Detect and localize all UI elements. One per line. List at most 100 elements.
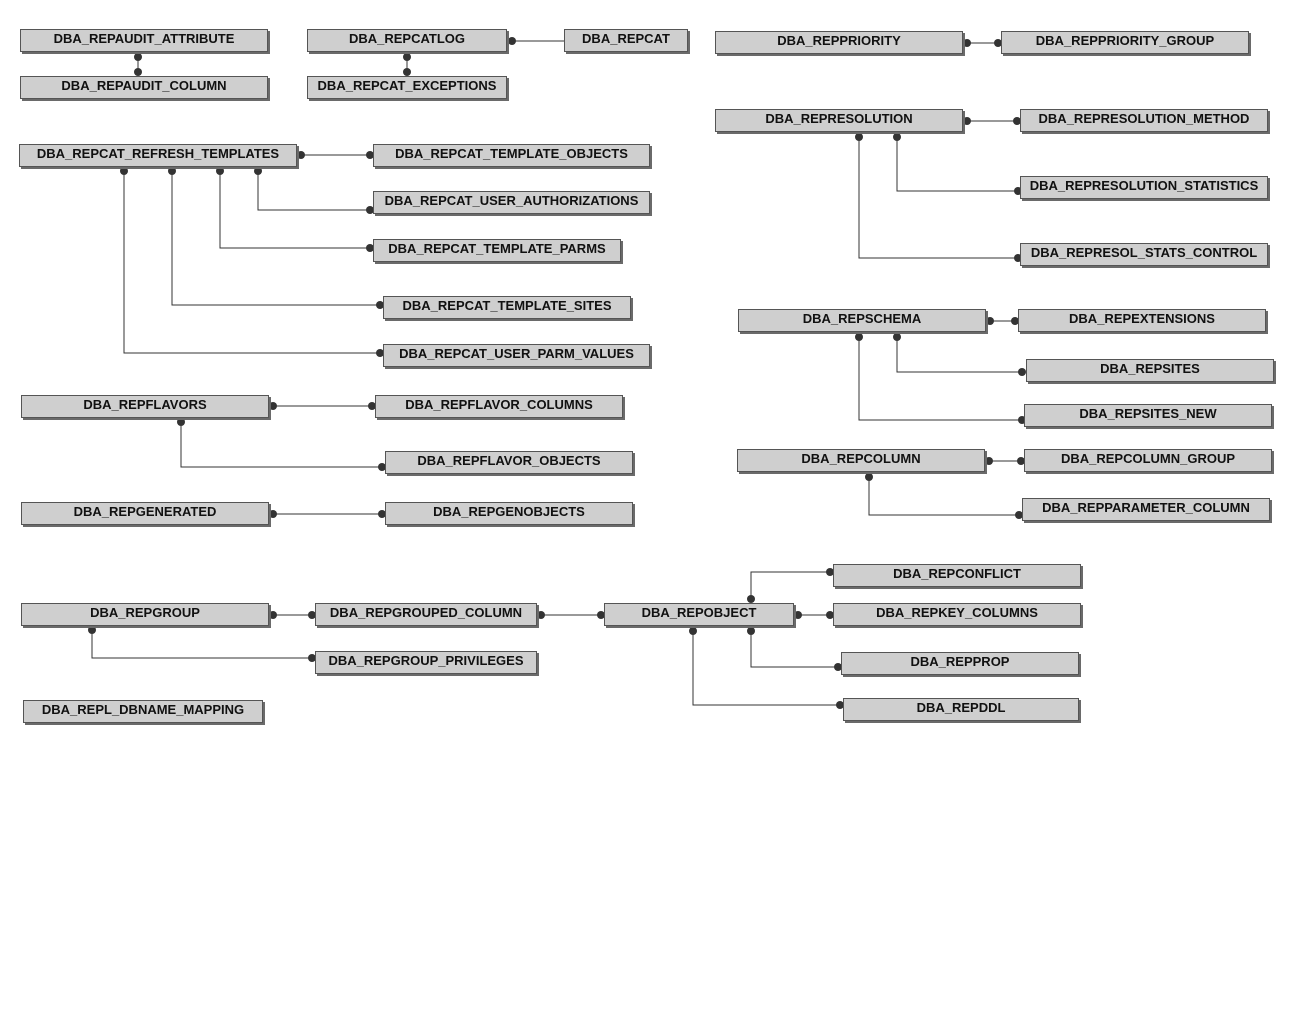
entity-dba-repcat-user-parm-values[interactable]: DBA_REPCAT_USER_PARM_VALUES — [383, 344, 650, 367]
relationship-endpoint — [366, 206, 374, 214]
relationship-line — [896, 137, 1018, 192]
entity-dba-repflavor-columns[interactable]: DBA_REPFLAVOR_COLUMNS — [375, 395, 623, 418]
relationship-line — [858, 337, 1022, 421]
entity-dba-repcolumn[interactable]: DBA_REPCOLUMN — [737, 449, 985, 472]
relationship-endpoint — [747, 627, 755, 635]
relationship-endpoint — [826, 611, 834, 619]
entity-dba-repextensions[interactable]: DBA_REPEXTENSIONS — [1018, 309, 1266, 332]
entity-dba-represolution[interactable]: DBA_REPRESOLUTION — [715, 109, 963, 132]
relationship-line — [171, 171, 380, 306]
relationship-endpoint — [378, 510, 386, 518]
entity-dba-repcat-exceptions[interactable]: DBA_REPCAT_EXCEPTIONS — [307, 76, 507, 99]
relationship-endpoint — [855, 333, 863, 341]
relationship-endpoint — [985, 457, 993, 465]
entity-dba-represolution-statistics[interactable]: DBA_REPRESOLUTION_STATISTICS — [1020, 176, 1268, 199]
relationship-endpoint — [134, 68, 142, 76]
relationship-line — [858, 137, 1018, 259]
entity-dba-represolution-method[interactable]: DBA_REPRESOLUTION_METHOD — [1020, 109, 1268, 132]
entity-dba-repsites[interactable]: DBA_REPSITES — [1026, 359, 1274, 382]
relationship-line — [219, 171, 370, 249]
relationship-endpoint — [794, 611, 802, 619]
entity-dba-reppriority-group[interactable]: DBA_REPPRIORITY_GROUP — [1001, 31, 1249, 54]
entity-dba-repsites-new[interactable]: DBA_REPSITES_NEW — [1024, 404, 1272, 427]
relationship-endpoint — [893, 333, 901, 341]
entity-dba-repflavor-objects[interactable]: DBA_REPFLAVOR_OBJECTS — [385, 451, 633, 474]
relationship-endpoint — [865, 473, 873, 481]
relationship-endpoint — [177, 418, 185, 426]
relationship-line — [692, 631, 840, 706]
entity-dba-repl-dbname-mapping[interactable]: DBA_REPL_DBNAME_MAPPING — [23, 700, 263, 723]
relationship-endpoint — [597, 611, 605, 619]
entity-dba-repgroup[interactable]: DBA_REPGROUP — [21, 603, 269, 626]
entity-dba-repgrouped-column[interactable]: DBA_REPGROUPED_COLUMN — [315, 603, 537, 626]
relationship-endpoint — [269, 510, 277, 518]
relationship-line — [123, 171, 380, 354]
relationship-endpoint — [308, 611, 316, 619]
relationship-endpoint — [134, 53, 142, 61]
relationship-endpoint — [963, 117, 971, 125]
relationship-endpoint — [308, 654, 316, 662]
entity-dba-repcat-template-objects[interactable]: DBA_REPCAT_TEMPLATE_OBJECTS — [373, 144, 650, 167]
entity-dba-represol-stats-control[interactable]: DBA_REPRESOL_STATS_CONTROL — [1020, 243, 1268, 266]
entity-dba-repcat[interactable]: DBA_REPCAT — [564, 29, 688, 52]
relationship-endpoint — [747, 595, 755, 603]
entity-dba-repcat-user-authorizations[interactable]: DBA_REPCAT_USER_AUTHORIZATIONS — [373, 191, 650, 214]
entity-dba-repgenobjects[interactable]: DBA_REPGENOBJECTS — [385, 502, 633, 525]
relationship-endpoint — [254, 167, 262, 175]
relationship-line — [180, 422, 382, 468]
entity-dba-repcatlog[interactable]: DBA_REPCATLOG — [307, 29, 507, 52]
relationship-endpoint — [834, 663, 842, 671]
entity-dba-repaudit-column[interactable]: DBA_REPAUDIT_COLUMN — [20, 76, 268, 99]
entity-dba-repkey-columns[interactable]: DBA_REPKEY_COLUMNS — [833, 603, 1081, 626]
relationship-endpoint — [168, 167, 176, 175]
relationship-endpoint — [1013, 117, 1021, 125]
relationship-line — [896, 337, 1022, 373]
relationship-line — [750, 631, 838, 668]
relationship-endpoint — [1011, 317, 1019, 325]
entity-dba-repcat-refresh-templates[interactable]: DBA_REPCAT_REFRESH_TEMPLATES — [19, 144, 297, 167]
relationship-endpoint — [1015, 511, 1023, 519]
relationship-endpoint — [508, 37, 516, 45]
relationship-endpoint — [269, 402, 277, 410]
relationship-endpoint — [269, 611, 277, 619]
relationship-endpoint — [537, 611, 545, 619]
relationship-endpoint — [403, 68, 411, 76]
entity-dba-repgenerated[interactable]: DBA_REPGENERATED — [21, 502, 269, 525]
entity-dba-repcolumn-group[interactable]: DBA_REPCOLUMN_GROUP — [1024, 449, 1272, 472]
entity-dba-repconflict[interactable]: DBA_REPCONFLICT — [833, 564, 1081, 587]
entity-dba-repgroup-privileges[interactable]: DBA_REPGROUP_PRIVILEGES — [315, 651, 537, 674]
entity-dba-repschema[interactable]: DBA_REPSCHEMA — [738, 309, 986, 332]
relationship-endpoint — [376, 301, 384, 309]
relationship-endpoint — [376, 349, 384, 357]
entity-dba-repcat-template-sites[interactable]: DBA_REPCAT_TEMPLATE_SITES — [383, 296, 631, 319]
relationship-endpoint — [378, 463, 386, 471]
relationship-endpoint — [120, 167, 128, 175]
entity-dba-repparameter-column[interactable]: DBA_REPPARAMETER_COLUMN — [1022, 498, 1270, 521]
relationship-line — [750, 571, 830, 599]
relationship-endpoint — [366, 151, 374, 159]
relationship-endpoint — [986, 317, 994, 325]
relationship-endpoint — [689, 627, 697, 635]
relationship-line — [257, 171, 370, 211]
relationship-endpoint — [403, 53, 411, 61]
relationship-line — [868, 477, 1019, 516]
relationship-endpoint — [1017, 457, 1025, 465]
entity-dba-repprop[interactable]: DBA_REPPROP — [841, 652, 1079, 675]
relationship-line — [91, 630, 312, 659]
relationship-endpoint — [1018, 368, 1026, 376]
entity-dba-repobject[interactable]: DBA_REPOBJECT — [604, 603, 794, 626]
relationship-endpoint — [963, 39, 971, 47]
relationship-endpoint — [297, 151, 305, 159]
relationship-endpoint — [994, 39, 1002, 47]
relationship-endpoint — [855, 133, 863, 141]
relationship-endpoint — [216, 167, 224, 175]
entity-dba-repddl[interactable]: DBA_REPDDL — [843, 698, 1079, 721]
entity-dba-repcat-template-parms[interactable]: DBA_REPCAT_TEMPLATE_PARMS — [373, 239, 621, 262]
relationship-endpoint — [366, 244, 374, 252]
relationship-endpoint — [368, 402, 376, 410]
entity-dba-repaudit-attribute[interactable]: DBA_REPAUDIT_ATTRIBUTE — [20, 29, 268, 52]
entity-dba-repflavors[interactable]: DBA_REPFLAVORS — [21, 395, 269, 418]
entity-dba-reppriority[interactable]: DBA_REPPRIORITY — [715, 31, 963, 54]
relationship-endpoint — [893, 133, 901, 141]
